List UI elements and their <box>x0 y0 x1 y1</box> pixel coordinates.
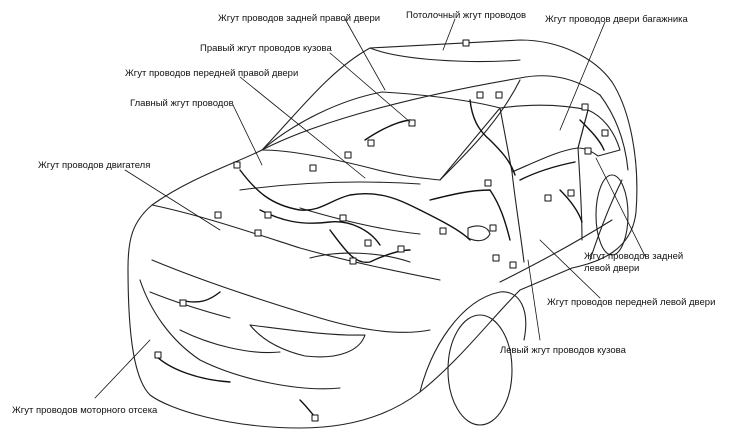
label-rear-left-door-line2: левой двери <box>584 263 640 274</box>
label-trunk-door: Жгут проводов двери багажника <box>545 14 688 25</box>
label-left-body: Левый жгут проводов кузова <box>500 345 626 356</box>
label-front-right-door: Жгут проводов передней правой двери <box>125 68 299 79</box>
label-right-body: Правый жгут проводов кузова <box>200 43 332 54</box>
label-rear-right-door: Жгут проводов задней правой двери <box>218 13 381 24</box>
label-front-left-door: Жгут проводов передней левой двери <box>547 297 716 308</box>
leader-lines <box>94 18 646 399</box>
label-main: Главный жгут проводов <box>130 98 234 109</box>
label-engine-bay: Жгут проводов моторного отсека <box>12 405 158 416</box>
harness-wires <box>154 99 605 421</box>
label-rear-left-door-line1: Жгут проводов задней <box>584 251 684 262</box>
harness-connectors <box>154 39 609 422</box>
label-ceiling: Потолочный жгут проводов <box>406 10 527 21</box>
car-body-outline <box>127 39 638 429</box>
label-engine: Жгут проводов двигателя <box>38 160 151 171</box>
